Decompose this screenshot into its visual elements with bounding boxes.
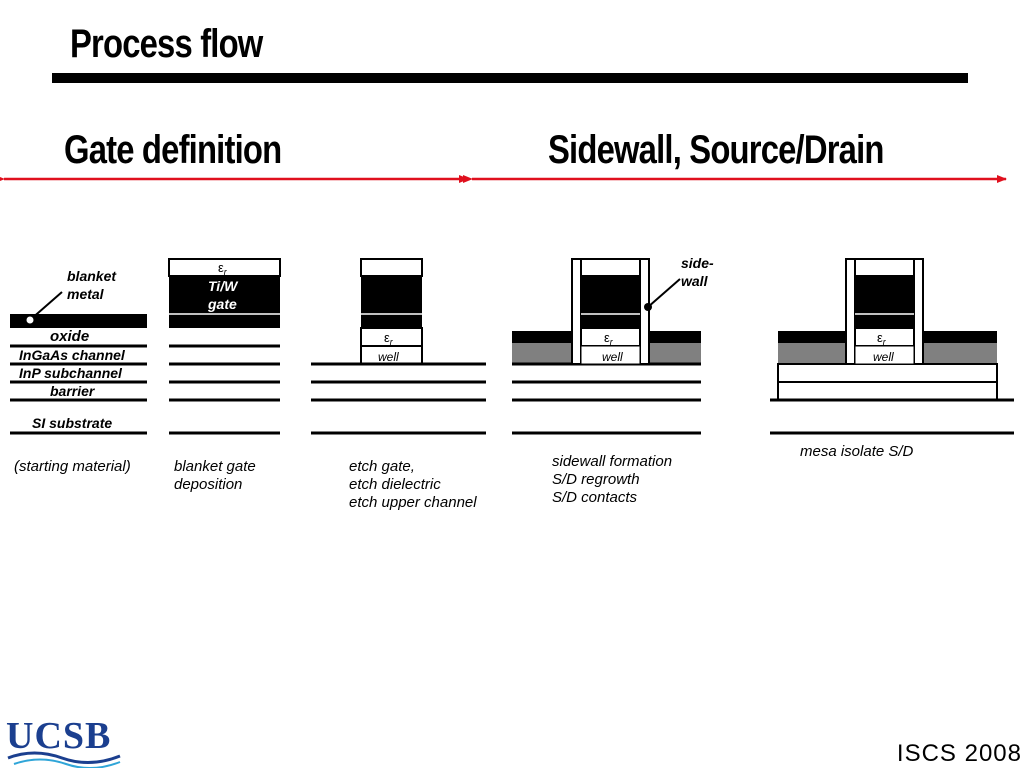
tiw-label: Ti/W (208, 278, 239, 294)
well-label: well (602, 350, 623, 364)
svg-text:etch gate,: etch gate, (349, 458, 415, 475)
step1-starting-material: blanket metal oxide InGaAs channel InP s… (10, 268, 147, 435)
well-label: well (873, 350, 894, 364)
svg-text:(starting material): (starting material) (14, 458, 131, 475)
svg-text:mesa isolate S/D: mesa isolate S/D (800, 443, 914, 460)
step5-mesa-isolate: εr well (770, 258, 1014, 435)
sidewall-label: side- (681, 255, 714, 271)
blanket-metal-label: blanket (67, 268, 117, 284)
step4-caption: sidewall formation S/D regrowth S/D cont… (552, 453, 672, 506)
ucsb-logo: UCSB (4, 712, 124, 773)
sidewall-label-2: wall (681, 273, 709, 289)
epsilon-r-label: εr (218, 260, 228, 277)
footer-conference: ISCS 2008 (896, 740, 1022, 767)
step2-caption: blanket gate deposition (174, 458, 256, 493)
epsilon-r-label: εr (877, 330, 887, 347)
well-label: well (378, 350, 399, 364)
inp-subchannel-label: InP subchannel (19, 365, 123, 381)
blanket-metal-label-2: metal (67, 286, 105, 302)
gate-label: gate (207, 296, 237, 312)
oxide-label: oxide (50, 328, 89, 345)
epsilon-r-label: εr (384, 330, 394, 347)
barrier-label: barrier (50, 383, 96, 399)
title-underline (52, 73, 968, 83)
svg-text:sidewall formation: sidewall formation (552, 453, 672, 470)
step3-etch: εr well (311, 258, 486, 435)
ingaas-channel-label: InGaAs channel (19, 347, 126, 363)
svg-text:deposition: deposition (174, 476, 242, 493)
step1-caption: (starting material) (14, 458, 131, 475)
section-heading-gate-definition: Gate definition (64, 128, 282, 172)
step3-caption: etch gate, etch dielectric etch upper ch… (349, 458, 477, 511)
epsilon-r-label: εr (604, 330, 614, 347)
svg-text:etch dielectric: etch dielectric (349, 476, 441, 493)
step5-caption: mesa isolate S/D (800, 443, 914, 460)
svg-text:blanket gate: blanket gate (174, 458, 256, 475)
svg-text:S/D contacts: S/D contacts (552, 489, 638, 506)
svg-text:etch upper channel: etch upper channel (349, 494, 477, 511)
section-heading-sidewall-source-drain: Sidewall, Source/Drain (548, 128, 884, 172)
step4-sidewall: εr well side- wall (512, 255, 714, 435)
si-substrate-label: SI substrate (32, 415, 112, 431)
step2-blanket-gate: εr Ti/W gate (168, 258, 281, 435)
svg-text:S/D regrowth: S/D regrowth (552, 471, 640, 488)
page-title: Process flow (70, 22, 263, 66)
ucsb-logo-text: UCSB (6, 715, 111, 757)
